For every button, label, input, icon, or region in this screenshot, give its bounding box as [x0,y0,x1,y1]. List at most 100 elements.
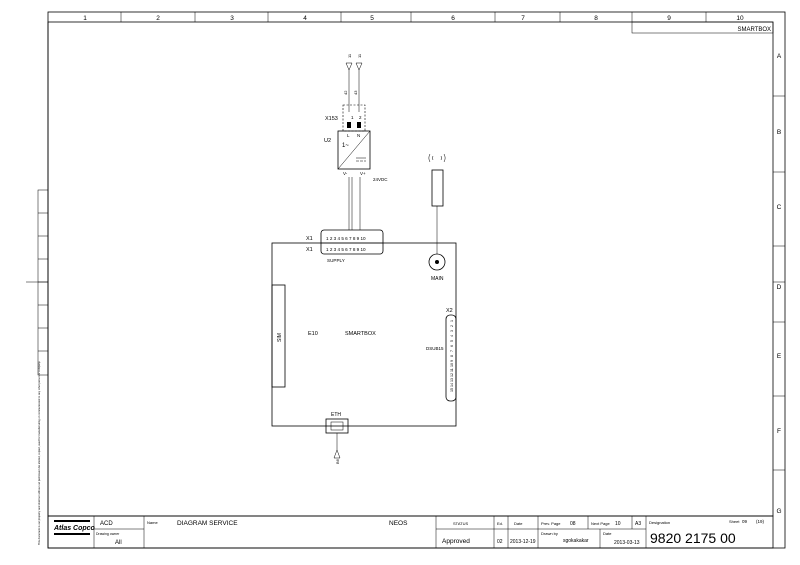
status-value: Approved [442,538,470,545]
sheet-label: Sheet [729,519,740,524]
eth-port-icon [330,421,344,431]
page-tag-label: SMARTBOX [737,27,771,33]
x153-pin-2: 2 [359,115,362,120]
row-label-D: D [777,284,782,291]
power-supply-u2: L N U2 1~ V- V+ 24VDC [324,130,388,230]
sheet-number: 09 [742,519,748,524]
x2-pin-5: 5 [450,340,454,342]
u2-voltage: 24VDC [373,177,388,182]
u2-label: U2 [324,138,331,144]
column-label-10: 10 [736,15,744,22]
row-label-G: G [776,508,781,515]
antenna-connector-icon [428,253,446,271]
row-label-A: A [777,53,782,60]
column-label-1: 1 [83,15,87,22]
supply-label: SUPPLY [327,258,345,263]
sim-label: SIM [277,333,283,342]
supply-input: 11 11 42 43 [343,53,363,112]
x1-label-top: X1 [306,236,313,242]
x2-connector [445,314,457,402]
ed-value: 02 [497,539,503,545]
prev-page-label: Prev. Page [541,521,561,526]
x2-label: X2 [446,308,453,314]
x2-pin-11: 11 [450,368,454,372]
supply-arrow-2 [355,62,363,71]
x2-pin-14: 14 [450,383,454,387]
designation-label: Designation [649,520,670,525]
x2-pin-4: 4 [450,335,454,337]
drawing-owner-label: Drawing owner [96,532,120,536]
u2-out-minus: V- [343,171,348,176]
x2-pin-10: 10 [450,363,454,367]
x2-pin-1: 1 [450,320,454,322]
drawing-frame [47,11,786,549]
row-labels: A B C D E F G [776,53,781,515]
x2-pin-6: 6 [450,345,454,347]
column-label-3: 3 [230,15,234,22]
row-label-B: B [777,129,781,136]
next-page-value: 10 [615,521,621,527]
drawing-name: DIAGRAM SERVICE [177,520,238,527]
row-label-F: F [777,428,781,435]
next-page-label: Next Page [591,521,610,526]
acd-label: ACD [100,521,113,527]
x1-pins-bottom: 1 2 3 4 5 6 7 8 9 10 [326,247,366,252]
drawing-owner: All [115,540,122,546]
u2-ac-symbol: 1~ [342,143,349,149]
wire-label-43: 43 [353,90,358,95]
x1-pins-top: 1 2 3 4 5 6 7 8 9 10 [326,236,366,241]
x153-terminal-2 [357,122,361,128]
x1-connector [320,229,384,255]
drawn-by-value: sgokakakar [563,538,589,544]
supply-wire-2-label: 11 [357,53,362,58]
supply-arrow-1 [345,62,353,71]
row-label-E: E [777,353,782,360]
device-ref: E10 [308,331,318,337]
status-label: STATUS [453,521,469,526]
page-tag: SMARTBOX [631,21,774,34]
date2-label: Date [603,531,612,536]
x2-pin-13: 13 [450,378,454,382]
eth-label: ETH [331,412,341,418]
column-label-4: 4 [303,15,307,22]
row-label-C: C [777,204,782,211]
x153-pin-1: 1 [351,115,354,120]
side-note: This document is our property and shall … [37,361,41,545]
binding-strip [26,189,49,376]
smartbox-device: X1 X1 1 2 3 4 5 6 7 8 9 10 1 2 3 4 5 6 7… [271,229,457,464]
antenna: MAIN [428,153,446,282]
x2-pin-8: 8 [450,355,454,357]
prev-page-value: 08 [570,521,576,527]
date-label: Date [514,521,523,526]
atlas-copco-logo: Atlas Copco [53,520,96,535]
column-label-7: 7 [521,15,525,22]
logo-text: Atlas Copco [53,525,96,532]
date-value: 2013-12-19 [510,539,536,545]
x1-label-bottom: X1 [306,247,313,253]
x153-terminal-1 [347,122,351,128]
x2-pin-15: 15 [450,388,454,392]
name-label: Name [147,520,158,525]
drawn-by-label: Drawn by [541,531,558,536]
title-block: Atlas Copco ACD Drawing owner All Name D… [47,515,774,549]
x153-label: X153 [325,116,338,122]
sheet-total: (19) [756,519,765,524]
column-label-6: 6 [451,15,455,22]
x2-pin-9: 9 [450,360,454,362]
antenna-label: MAIN [431,276,444,282]
u2-pin-n: N [357,133,360,138]
column-label-2: 2 [156,15,160,22]
column-labels: 1 2 3 4 5 6 7 8 9 10 [83,15,744,22]
terminal-x153: X153 1 2 [325,104,366,132]
x2-connector-type: DSUB15 [426,346,444,351]
product-name: NEOS [389,520,408,527]
eth-arrow [333,449,341,459]
u2-out-plus: V+ [360,171,366,176]
sim-slot [271,284,286,388]
column-label-8: 8 [594,15,598,22]
x2-pin-12: 12 [450,373,454,377]
x2-pin-2: 2 [450,325,454,327]
x2-pin-3: 3 [450,330,454,332]
